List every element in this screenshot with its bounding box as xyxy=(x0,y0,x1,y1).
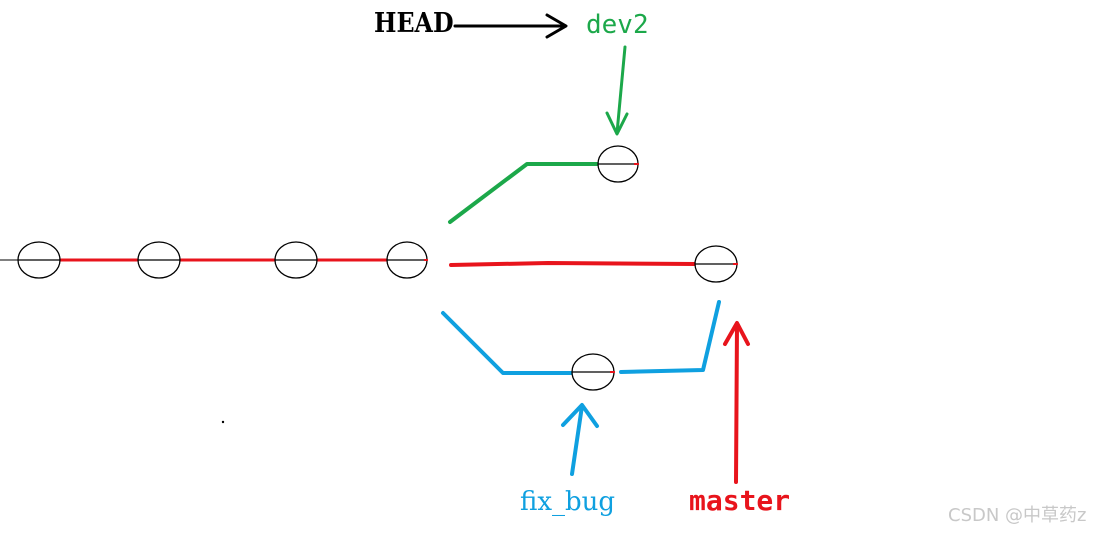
fix-bug-label: fix_bug xyxy=(520,487,616,517)
dev2-pointer-arrow xyxy=(605,45,629,136)
watermark: CSDN @中草药z xyxy=(948,505,1087,526)
master-commit-node xyxy=(694,245,738,283)
fix-bug-branch-line xyxy=(441,311,573,375)
master-pointer-arrow xyxy=(723,321,750,484)
commit-node xyxy=(386,241,428,279)
dev2-label: dev2 xyxy=(586,10,649,40)
head-arrow xyxy=(453,13,568,39)
commit-node xyxy=(17,241,61,279)
commit-node xyxy=(137,241,181,279)
commit-node xyxy=(274,241,318,279)
dev2-commit-node xyxy=(597,145,639,183)
master-branch-line xyxy=(449,260,697,267)
fix-bug-commit-node xyxy=(571,353,615,391)
fix-bug-merge-line xyxy=(619,300,721,374)
fix-bug-pointer-arrow xyxy=(561,403,599,476)
stray-dot xyxy=(221,420,225,424)
head-label: HEAD xyxy=(374,8,454,39)
dev2-branch-line xyxy=(448,162,600,224)
master-label: master xyxy=(689,484,791,517)
